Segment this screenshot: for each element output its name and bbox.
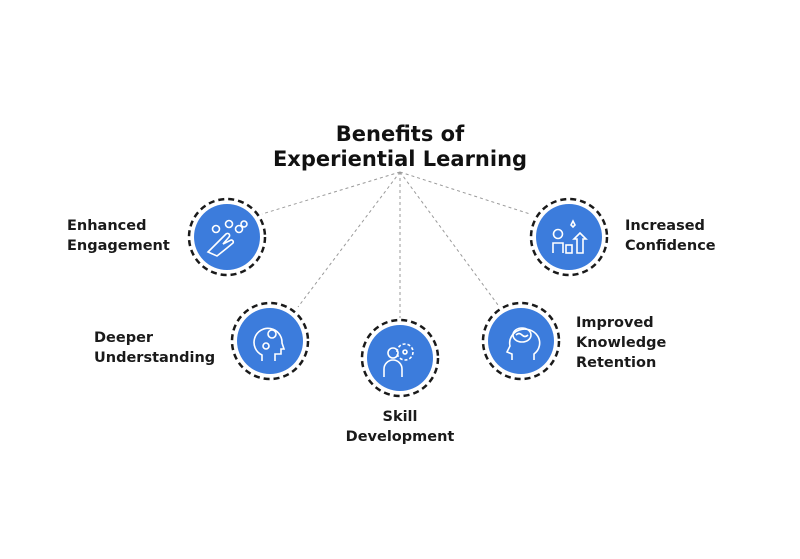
label-skill-development: Skill Development bbox=[330, 407, 470, 447]
label-increased-confidence: Increased Confidence bbox=[625, 216, 716, 256]
head-gears-icon bbox=[253, 327, 286, 361]
hand-network-icon bbox=[206, 219, 248, 257]
label-line: Improved bbox=[576, 315, 654, 331]
label-line: Enhanced bbox=[67, 218, 147, 234]
label-line: Engagement bbox=[67, 238, 170, 254]
label-line: Understanding bbox=[94, 350, 216, 366]
brain-head-icon bbox=[505, 327, 541, 360]
title-line-1: Benefits of bbox=[335, 122, 465, 146]
label-deeper-understanding: Deeper Understanding bbox=[94, 328, 215, 368]
person-gear-icon bbox=[383, 343, 414, 377]
diagram-title: Benefits of Experiential Learning bbox=[250, 122, 550, 172]
title-line-2: Experiential Learning bbox=[272, 147, 528, 171]
node-retention bbox=[481, 301, 561, 381]
connector-confidence bbox=[399, 171, 531, 215]
label-improved-knowledge-retention: Improved Knowledge Retention bbox=[576, 313, 666, 373]
node-engagement bbox=[187, 197, 267, 277]
connectors bbox=[261, 171, 531, 318]
label-line: Deeper bbox=[94, 330, 154, 346]
connector-understanding bbox=[297, 171, 401, 308]
label-line: Increased bbox=[625, 218, 705, 234]
label-line: Knowledge bbox=[576, 335, 667, 351]
label-line: Retention bbox=[576, 355, 657, 371]
label-line: Development bbox=[345, 429, 455, 445]
node-confidence bbox=[529, 197, 609, 277]
label-line: Skill bbox=[382, 409, 418, 425]
person-growth-icon bbox=[552, 219, 588, 254]
connector-engagement bbox=[261, 171, 401, 215]
node-skill bbox=[360, 318, 440, 398]
node-understanding bbox=[230, 301, 310, 381]
label-enhanced-engagement: Enhanced Engagement bbox=[67, 216, 170, 256]
connector-retention bbox=[399, 171, 499, 306]
label-line: Confidence bbox=[625, 238, 716, 254]
